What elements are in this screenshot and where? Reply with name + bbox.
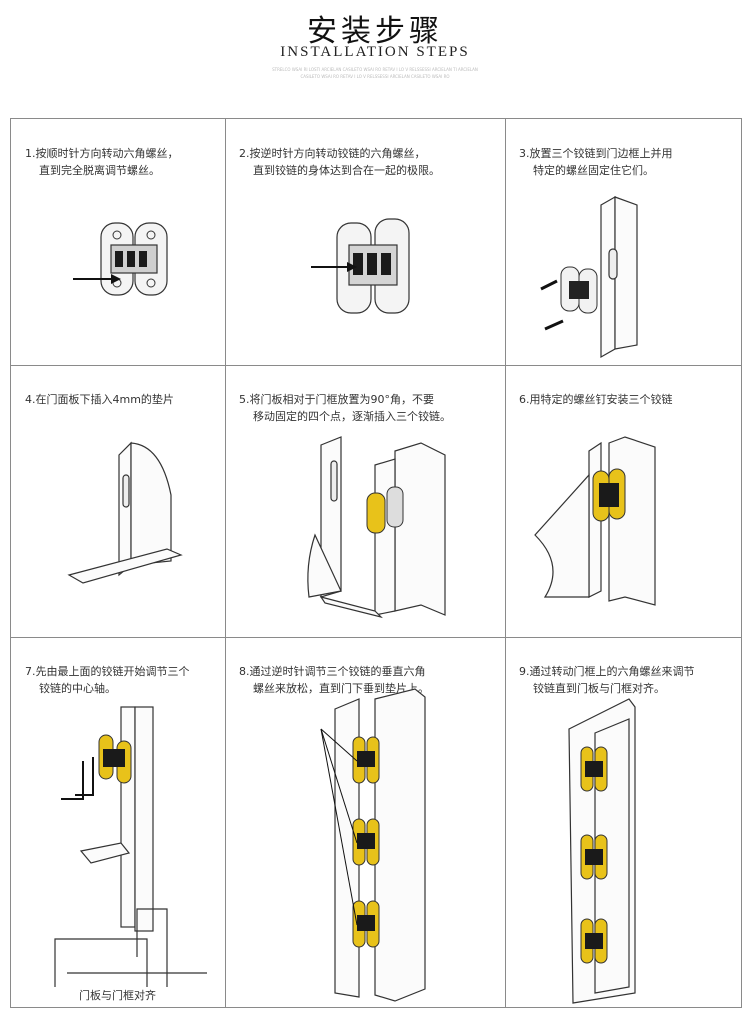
step-6-caption: 6.用特定的螺丝钉安装三个铰链	[519, 393, 673, 406]
step-5-door-frame-illustration	[307, 436, 446, 619]
step-4-door-shim-illustration	[67, 441, 183, 584]
step-4-caption: 4.在门面板下插入4mm的垫片	[25, 393, 174, 406]
step-9-cell: 9.通过转动门框上的六角螺丝来调节 铰链直到门板与门框对齐。	[505, 637, 741, 1007]
step-6-cell: 6.用特定的螺丝钉安装三个铰链	[505, 365, 741, 637]
step-7-adjust-axis-illustration	[54, 706, 207, 987]
grid-divider	[11, 637, 741, 638]
grid-divider	[225, 119, 226, 1007]
step-7-cell: 7.先由最上面的铰链开始调节三个 铰链的中心轴。 门板与门框对齐	[11, 637, 225, 1007]
step-3-caption: 3.放置三个铰链到门边框上并用 特定的螺丝固定住它们。	[519, 147, 673, 177]
steps-grid: 1.按顺时针方向转动六角螺丝， 直到完全脱离调节螺丝。 2.按逆时针方向转动铰链…	[10, 118, 742, 1008]
step-7-footnote: 门板与门框对齐	[79, 989, 156, 1002]
step-5-cell: 5.将门板相对于门框放置为90°角，不要 移动固定的四个点，逐渐插入三个铰链。	[225, 365, 505, 637]
step-8-caption: 8.通过逆时针调节三个铰链的垂直六角 螺丝来放松，直到门下垂到垫片上。	[239, 665, 429, 695]
step-8-cell: 8.通过逆时针调节三个铰链的垂直六角 螺丝来放松，直到门下垂到垫片上。	[225, 637, 505, 1007]
step-2-cell: 2.按逆时针方向转动铰链的六角螺丝， 直到铰链的身体达到合在一起的极限。	[225, 119, 505, 365]
step-6-screw-hinges-illustration	[534, 436, 656, 606]
step-3-cell: 3.放置三个铰链到门边框上并用 特定的螺丝固定住它们。	[505, 119, 741, 365]
page-header: 安装步骤 INSTALLATION STEPS STRELCO WSAI RI …	[0, 0, 750, 100]
page-subtitle: INSTALLATION STEPS	[280, 44, 470, 60]
step-9-align-door-illustration	[568, 698, 636, 1004]
step-1-caption: 1.按顺时针方向转动六角螺丝， 直到完全脱离调节螺丝。	[25, 147, 179, 177]
step-5-caption: 5.将门板相对于门框放置为90°角，不要 移动固定的四个点，逐渐插入三个铰链。	[239, 393, 451, 423]
step-1-hinge-illustration	[73, 222, 168, 296]
page-title: 安装步骤	[307, 14, 443, 49]
step-1-cell: 1.按顺时针方向转动六角螺丝， 直到完全脱离调节螺丝。	[11, 119, 225, 365]
fine-print-line-2: CASILETO WSAI RO RETAV I LO V RELSSESSI …	[300, 74, 450, 79]
step-2-hinge-illustration	[311, 218, 410, 314]
step-9-caption: 9.通过转动门框上的六角螺丝来调节 铰链直到门板与门框对齐。	[519, 665, 695, 695]
step-3-frame-illustration	[540, 195, 638, 359]
fine-print-line-1: STRELCO WSAI RI LOSTI ARCIELAN CASILETO …	[272, 67, 478, 72]
step-8-vertical-adjust-illustration	[320, 688, 426, 1002]
grid-divider	[11, 365, 741, 366]
grid-divider	[505, 119, 506, 1007]
step-2-caption: 2.按逆时针方向转动铰链的六角螺丝， 直到铰链的身体达到合在一起的极限。	[239, 147, 440, 177]
step-7-caption: 7.先由最上面的铰链开始调节三个 铰链的中心轴。	[25, 665, 190, 695]
step-4-cell: 4.在门面板下插入4mm的垫片	[11, 365, 225, 637]
